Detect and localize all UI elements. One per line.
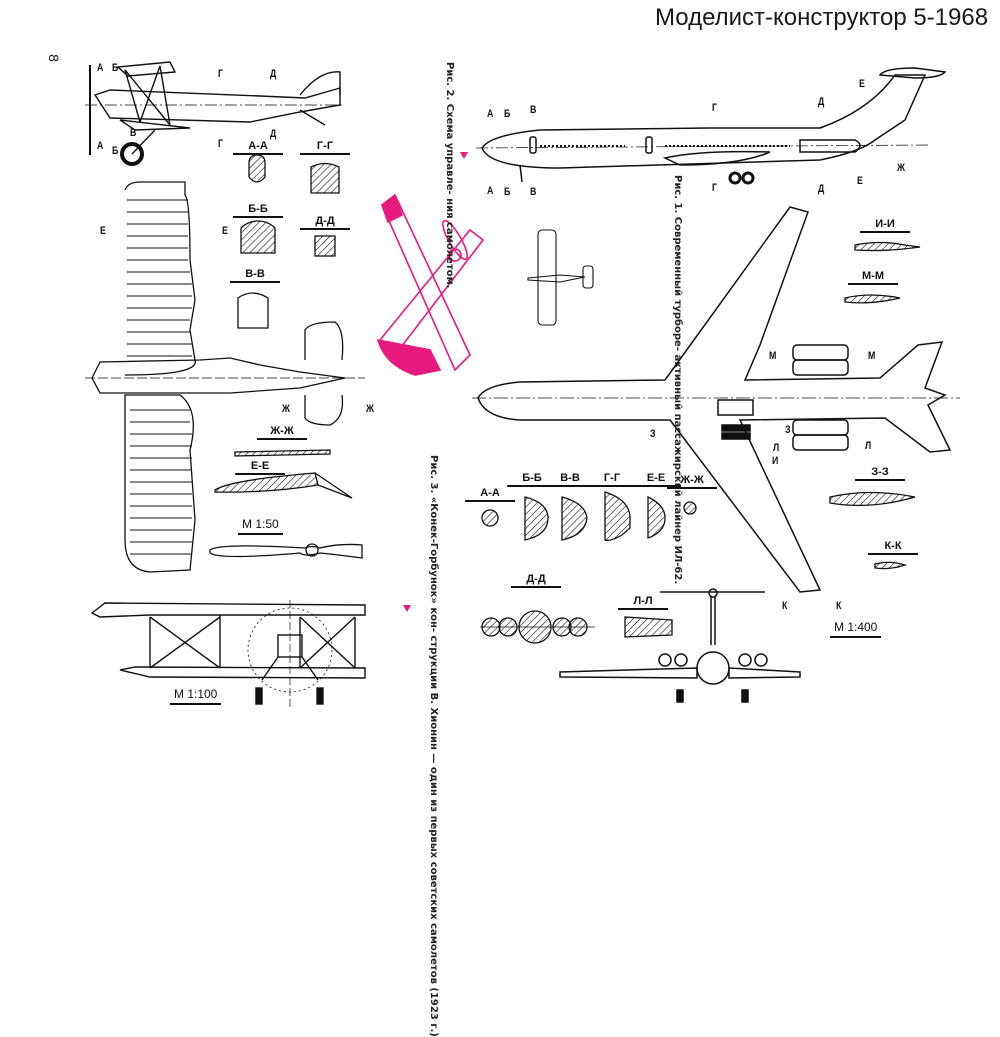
il62-marker-l-left: Л — [773, 442, 779, 454]
section-title-bb: Б-Б — [233, 203, 283, 218]
il62-section-title-dd: Д-Д — [511, 573, 561, 588]
section-marker-a-top: А — [97, 62, 103, 74]
il62-marker-l-right: Л — [865, 440, 871, 452]
section-marker-v: В — [130, 127, 136, 139]
il62-section-title-ii: И-И — [860, 218, 910, 233]
il62-marker-m-right: М — [868, 350, 875, 362]
il62-marker-b-bottom: Б — [504, 186, 510, 198]
biplane-front-view — [90, 600, 366, 710]
il62-marker-z-right: З — [785, 424, 791, 436]
figure-3-caption-line-1: Рис. 3. «Конек-Горбунок» кон- — [428, 455, 439, 633]
il62-marker-k-left: К — [782, 600, 787, 612]
il62-marker-i: И — [772, 455, 778, 467]
figure-1-caption-line-1: Рис. 1. Современный турборе- — [672, 175, 683, 351]
figure-3-caption: Рис. 3. «Конек-Горбунок» кон- струкции В… — [428, 455, 439, 1037]
il62-scale-label: М 1:400 — [830, 620, 882, 638]
il62-front-view — [559, 588, 801, 703]
section-marker-zh-right: Ж — [366, 403, 374, 415]
figure-3-caption-line-2: струкции В. Хионин — один из — [428, 635, 439, 813]
figure-1-caption-line-2: активный пассажирский лайнер — [672, 354, 683, 543]
il62-marker-g-bottom: Г — [712, 182, 717, 194]
section-marker-b-top: Б — [112, 62, 118, 74]
section-marker-a-bottom: А — [97, 140, 103, 152]
section-marker-g-bottom: Г — [218, 138, 223, 150]
il62-section-title-zz: З-З — [855, 466, 905, 481]
il62-section-title-ll: Л-Л — [618, 595, 668, 610]
il62-section-title-vv: В-В — [545, 472, 595, 487]
figure-2-caption: Рис. 2. Схема управле- ния самолетом. — [444, 62, 455, 288]
figure-1-caption: Рис. 1. Современный турборе- активный па… — [672, 175, 683, 584]
section-marker-zh-left: Ж — [282, 403, 290, 415]
figure-3-caption-line-3: первых советских самолетов — [428, 815, 439, 984]
il62-plan-view — [472, 206, 960, 593]
section-title-aa: А-А — [233, 140, 283, 155]
il62-marker-g-top: Г — [712, 102, 717, 114]
il62-marker-e-bottom: Е — [857, 175, 863, 187]
figure-3-caption-line-4: (1923 г.) — [428, 987, 439, 1037]
il62-section-title-mm: М-М — [848, 270, 898, 285]
il62-marker-zh: Ж — [897, 162, 905, 174]
section-marker-b-bottom: Б — [112, 145, 118, 157]
biplane-plan-view — [85, 181, 365, 573]
il62-marker-v-bottom: В — [530, 186, 536, 198]
il62-marker-z-left: З — [650, 428, 656, 440]
il62-marker-d-bottom: Д — [818, 183, 824, 195]
section-marker-d-top: Д — [270, 68, 276, 80]
small-biplane-plan — [527, 229, 594, 326]
il62-marker-b-top: Б — [504, 108, 510, 120]
section-title-gg: Г-Г — [300, 140, 350, 155]
il62-marker-k-right: К — [836, 600, 841, 612]
magazine-title: Моделист-конструктор 5-1968 — [655, 4, 989, 31]
il62-section-title-kk: К-К — [868, 540, 918, 555]
scale-label-plan: М 1:50 — [238, 517, 283, 535]
section-marker-d-bottom: Д — [270, 128, 276, 140]
il62-marker-d-top: Д — [818, 96, 824, 108]
figure-2-caption-line-2: ния самолетом. — [444, 198, 455, 289]
il62-section-title-bb: Б-Б — [507, 472, 557, 487]
il62-section-title-zhzh: Ж-Ж — [667, 474, 717, 489]
control-scheme-diagram — [376, 193, 485, 376]
biplane-sections — [209, 154, 363, 559]
scale-label-front: М 1:100 — [170, 687, 222, 705]
figure-3-pointer-icon — [403, 605, 411, 612]
il62-marker-a-top: А — [487, 108, 493, 120]
section-marker-g-top: Г — [218, 68, 223, 80]
drawing-canvas — [85, 61, 960, 710]
figure-2-caption-line-1: Рис. 2. Схема управле- — [444, 62, 455, 195]
figure-1-caption-line-3: ИЛ-62. — [672, 545, 683, 585]
biplane-side-view — [85, 61, 345, 166]
il62-section-title-aa: А-А — [465, 487, 515, 502]
section-title-zhzh: Ж-Ж — [257, 425, 307, 440]
section-marker-e-left: Е — [100, 225, 106, 237]
il62-sections — [480, 241, 921, 644]
il62-side-view — [475, 67, 947, 185]
section-title-dd: Д-Д — [300, 215, 350, 230]
section-title-ee: Е-Е — [235, 460, 285, 475]
il62-section-title-gg: Г-Г — [587, 472, 637, 487]
figure-2-pointer-icon — [460, 152, 468, 159]
section-marker-e-right: Е — [222, 225, 228, 237]
il62-marker-e-top: Е — [859, 78, 865, 90]
il62-section-title-ee: Е-Е — [631, 472, 681, 487]
il62-marker-m-left: М — [769, 350, 776, 362]
il62-marker-a-bottom: А — [487, 185, 493, 197]
il62-marker-v-top: В — [530, 104, 536, 116]
section-title-vv: В-В — [230, 268, 280, 283]
